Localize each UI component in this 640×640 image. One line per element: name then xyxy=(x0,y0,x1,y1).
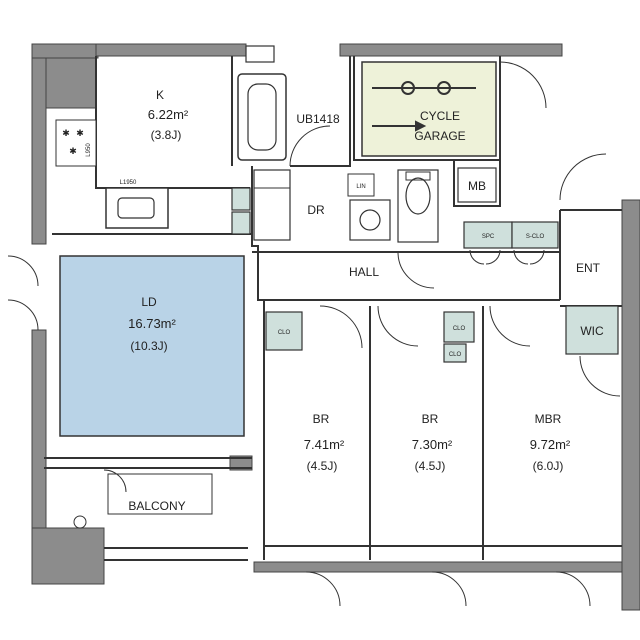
closet-door-d xyxy=(529,249,545,265)
bicycle-icon-lower xyxy=(372,120,427,132)
kitchen-area: 6.22m² xyxy=(148,107,189,122)
kitchen-jo: (3.8J) xyxy=(151,128,182,142)
south-wall xyxy=(253,561,625,573)
br1-name: BR xyxy=(313,412,330,426)
br1-jo: (4.5J) xyxy=(307,459,338,473)
ld-jo: (10.3J) xyxy=(130,339,167,353)
north-wall-east xyxy=(339,43,563,57)
closet-door-a xyxy=(469,249,485,265)
ld-room-floor xyxy=(59,255,245,437)
hall-name: HALL xyxy=(349,265,379,279)
dr-name: DR xyxy=(307,203,325,217)
linen-closet xyxy=(347,173,375,197)
bath-door xyxy=(289,125,331,167)
balcony-column xyxy=(229,455,253,471)
br1-closet xyxy=(265,311,303,351)
mbr-jo: (6.0J) xyxy=(533,459,564,473)
ent-name: ENT xyxy=(576,261,601,275)
balcony-name: BALCONY xyxy=(128,499,185,513)
dr-closet-lower xyxy=(231,211,251,235)
mbr-window xyxy=(555,571,591,607)
counter-side-label: L950 xyxy=(86,143,92,157)
bath-vent xyxy=(245,45,275,63)
wic-door xyxy=(579,355,621,397)
mb-name: MB xyxy=(468,179,486,193)
burner-icon-2: ✱ xyxy=(76,128,84,138)
bathtub-basin xyxy=(247,83,277,151)
bathtub xyxy=(237,73,287,161)
northwest-column xyxy=(45,57,97,109)
stove-counter xyxy=(55,119,97,167)
ld-name: LD xyxy=(141,295,157,309)
west-wall-upper xyxy=(31,43,47,245)
drain-icon xyxy=(73,515,87,529)
closets xyxy=(231,187,619,363)
ld-window-door-2 xyxy=(7,299,39,331)
bath-name: UB1418 xyxy=(296,112,340,126)
balcony-door xyxy=(103,469,127,493)
br1-window xyxy=(305,571,341,607)
sink-icon xyxy=(117,197,155,219)
br2-area: 7.30m² xyxy=(412,437,453,452)
room-labels: K 6.22m² (3.8J) LD 16.73m² (10.3J) UB141… xyxy=(128,88,604,513)
br2-window xyxy=(431,571,467,607)
br2-door xyxy=(377,305,419,347)
wic-name: WIC xyxy=(580,324,604,338)
spc-label: SPC xyxy=(482,234,495,240)
entrance-door xyxy=(559,153,607,201)
cycle-garage-area xyxy=(361,61,497,157)
west-wall-lower xyxy=(31,329,47,531)
br2-closet-label: CLO xyxy=(453,326,466,332)
br2-name: BR xyxy=(422,412,439,426)
north-wall-mid xyxy=(95,43,247,57)
balcony-unit xyxy=(107,473,213,515)
north-wall-kitchen xyxy=(31,43,99,59)
closet-door-b xyxy=(485,249,501,265)
ld-area: 16.73m² xyxy=(128,316,176,331)
mbr-door xyxy=(489,305,531,347)
interior-walls xyxy=(44,56,622,561)
toilet-door xyxy=(397,251,435,289)
toilet-room xyxy=(397,169,439,243)
kitchen-name: K xyxy=(156,88,164,102)
mbr-name: MBR xyxy=(535,412,562,426)
washer-drum-icon xyxy=(359,209,381,231)
br2-closet-label-2: CLO xyxy=(449,352,462,358)
br2-closet-lower xyxy=(443,343,467,363)
garage-line2: GARAGE xyxy=(414,129,465,143)
burner-icon-3: ✱ xyxy=(69,146,77,156)
br1-door xyxy=(319,305,363,349)
east-wall xyxy=(621,199,640,611)
garage-line1: CYCLE xyxy=(420,109,460,123)
closet-door-c xyxy=(513,249,529,265)
spc-closet xyxy=(511,221,559,249)
garage-door xyxy=(499,61,547,109)
meter-box xyxy=(457,167,497,203)
ld-window-door xyxy=(7,255,39,287)
shoe-closet-label: S-CLO xyxy=(526,234,545,240)
bicycle-icon xyxy=(372,81,476,95)
burner-icon: ✱ xyxy=(62,128,70,138)
br2-jo: (4.5J) xyxy=(415,459,446,473)
kitchen-island xyxy=(105,187,169,229)
br2-closet-upper xyxy=(443,311,475,343)
shower-unit xyxy=(253,169,291,241)
wic-room xyxy=(565,305,619,355)
linen-label: LIN xyxy=(356,184,365,190)
southwest-column xyxy=(31,527,105,585)
mbr-area: 9.72m² xyxy=(530,437,571,452)
br1-closet-label: CLO xyxy=(278,330,291,336)
counter-length-label: L1950 xyxy=(120,180,137,186)
dr-closet-upper xyxy=(231,187,251,211)
br1-area: 7.41m² xyxy=(304,437,345,452)
door-swings xyxy=(7,61,621,607)
washing-machine-pan xyxy=(349,199,391,241)
toilet-icon xyxy=(405,177,431,215)
